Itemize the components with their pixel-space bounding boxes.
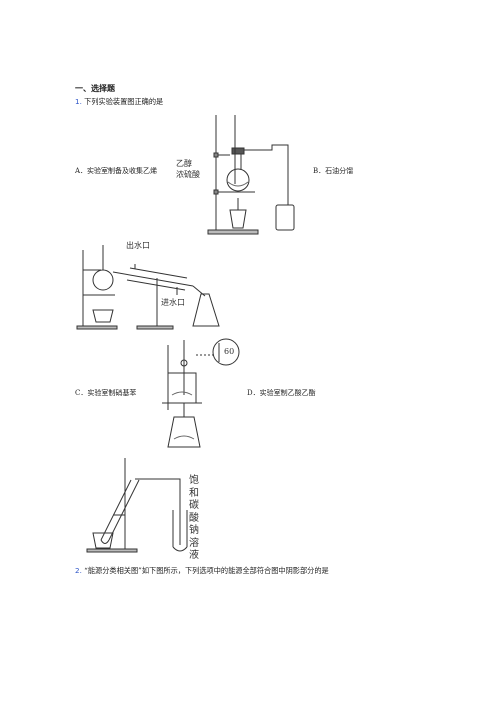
figb-label-inlet: 进水口 xyxy=(161,298,185,307)
option-b: B．石油分馏 xyxy=(313,167,354,175)
question-1-text: 下列实验装置图正确的是 xyxy=(84,97,164,106)
option-c: C．实验室制硝基苯 xyxy=(75,389,137,397)
figd-vertical-label: 饱和碳酸钠溶液 xyxy=(189,475,199,561)
figa-label-sulfuric-acid: 浓硫酸 xyxy=(176,170,200,179)
figure-b-apparatus xyxy=(75,240,225,335)
option-d: D．实验室制乙酸乙酯 xyxy=(247,389,316,397)
question-2-text: “能源分类相关图”如下图所示，下列选项中的能源全部符合图中阴影部分的是 xyxy=(84,566,329,575)
figb-label-outlet: 出水口 xyxy=(126,241,150,250)
figc-thermometer-reading: 60 xyxy=(224,347,235,356)
section-title: 一、选择题 xyxy=(75,84,115,93)
figure-d-apparatus xyxy=(85,455,195,555)
option-a: A．实验室制备及收集乙烯 xyxy=(75,167,158,175)
question-1: 1. 下列实验装置图正确的是 xyxy=(75,97,163,107)
figure-a-apparatus xyxy=(200,110,310,240)
question-1-number: 1. xyxy=(75,97,82,106)
question-2-number: 2. xyxy=(75,566,82,575)
question-2: 2. “能源分类相关图”如下图所示，下列选项中的能源全部符合图中阴影部分的是 xyxy=(75,566,329,576)
figa-label-ethanol: 乙醇 xyxy=(176,159,192,168)
figure-c-apparatus xyxy=(160,335,250,460)
